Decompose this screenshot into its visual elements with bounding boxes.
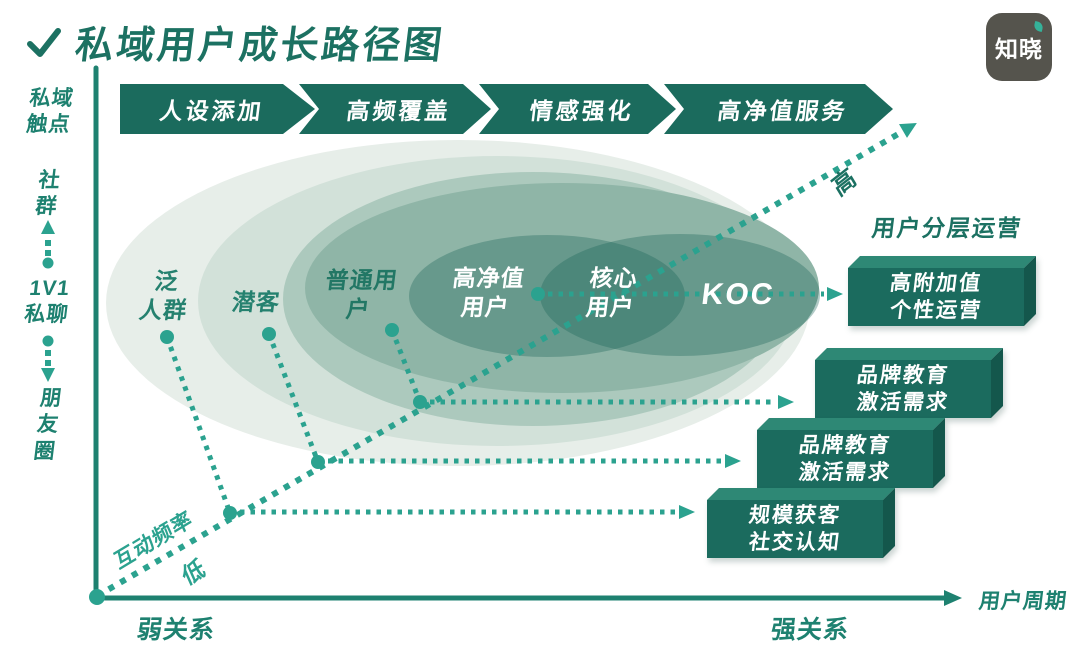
connector-prospects xyxy=(262,327,325,469)
funnel-step-4: 高净值服务 xyxy=(664,84,893,134)
box-side-face xyxy=(1024,256,1036,326)
funnel-step-3: 情感强化 xyxy=(479,84,676,134)
x-axis-arrowhead-icon xyxy=(944,590,962,606)
arrow-to-brand-edu-1 xyxy=(430,395,794,409)
box-side-face xyxy=(883,488,895,558)
ring-label-regular-users: 普通用 户 xyxy=(324,267,400,322)
ring-label-core-users: 核心 用户 xyxy=(584,265,640,320)
box-side-face xyxy=(933,418,945,488)
box-label-line2: 激活需求 xyxy=(797,461,893,484)
funnel-step-4-label: 高净值服务 xyxy=(715,98,849,124)
ring-label-prospects: 潜客 xyxy=(230,289,282,315)
box-front-face: 高附加值 个性运营 xyxy=(848,268,1024,326)
strategy-box-scale-acquisition: 规模获客 社交认知 xyxy=(707,488,895,558)
funnel-step-2-label: 高频覆盖 xyxy=(345,98,453,124)
box-top-face xyxy=(707,488,895,500)
audience-ellipses xyxy=(106,140,820,466)
arrow-to-scale-acquisition xyxy=(240,505,695,519)
strategy-box-high-value-ops: 高附加值 个性运营 xyxy=(848,256,1036,326)
strong-relationship-label: 强关系 xyxy=(769,616,851,644)
box-top-face xyxy=(815,348,1003,360)
box-top-face xyxy=(848,256,1036,268)
box-label-line2: 激活需求 xyxy=(855,391,951,414)
box-side-face xyxy=(991,348,1003,418)
brand-logo: 知晓 xyxy=(986,13,1052,81)
box-front-face: 品牌教育 激活需求 xyxy=(757,430,933,488)
box-label-line1: 规模获客 xyxy=(747,503,843,527)
box-top-face xyxy=(757,418,945,430)
weak-relationship-label: 弱关系 xyxy=(135,616,217,644)
box-front-face: 规模获客 社交认知 xyxy=(707,500,883,558)
x-axis xyxy=(93,590,962,606)
touchpoint-moments: 朋 友 圈 xyxy=(32,387,64,463)
funnel-step-1: 人设添加 xyxy=(120,84,315,134)
connector-mass-audience xyxy=(160,330,237,520)
box-front-face: 品牌教育 激活需求 xyxy=(815,360,991,418)
box-label-line2: 社交认知 xyxy=(747,531,843,554)
arrowhead-icon xyxy=(827,287,843,301)
ellipse-core-users xyxy=(540,234,820,356)
diagonal-arrowhead-icon xyxy=(899,123,917,138)
funnel-step-3-label: 情感强化 xyxy=(527,98,635,124)
y-axis-title: 私域 触点 xyxy=(25,87,76,137)
box-label-line2: 个性运营 xyxy=(888,299,984,322)
funnel-step-1-label: 人设添加 xyxy=(157,98,265,124)
box-label-line1: 品牌教育 xyxy=(797,433,893,457)
strategy-box-brand-edu-2: 品牌教育 激活需求 xyxy=(757,418,945,488)
checkmark-icon xyxy=(27,27,61,57)
ellipse-high-value-users xyxy=(409,235,685,357)
arrowhead-icon xyxy=(725,454,741,468)
arrow-to-high-value-ops xyxy=(531,287,843,301)
strategy-box-brand-edu-1: 品牌教育 激活需求 xyxy=(815,348,1003,418)
right-panel-title: 用户分层运营 xyxy=(870,215,1024,241)
arrow-to-brand-edu-2 xyxy=(328,454,741,468)
origin-dot xyxy=(89,589,105,605)
touchpoint-up-arrow-icon xyxy=(41,220,55,269)
ellipse-koc xyxy=(305,183,819,393)
connector-regular-users xyxy=(385,323,427,409)
touchpoint-1v1-chat: 1V1 私聊 xyxy=(23,277,72,327)
funnel-step-2: 高频覆盖 xyxy=(299,84,491,134)
ring-label-koc: KOC xyxy=(699,278,777,311)
page-header: 私域用户成长路径图 xyxy=(26,14,447,69)
box-label-line1: 高附加值 xyxy=(888,271,984,295)
touchpoint-community: 社 群 xyxy=(34,169,63,219)
arrowhead-icon xyxy=(679,505,695,519)
brand-logo-text: 知晓 xyxy=(995,36,1043,62)
page-title: 私域用户成长路径图 xyxy=(72,25,448,67)
box-label-line1: 品牌教育 xyxy=(855,363,951,387)
x-axis-title: 用户周期 xyxy=(977,590,1069,613)
arrowhead-icon xyxy=(778,395,794,409)
touchpoint-down-arrow-icon xyxy=(41,335,55,382)
ring-label-high-value-users: 高净值 用户 xyxy=(451,265,527,320)
